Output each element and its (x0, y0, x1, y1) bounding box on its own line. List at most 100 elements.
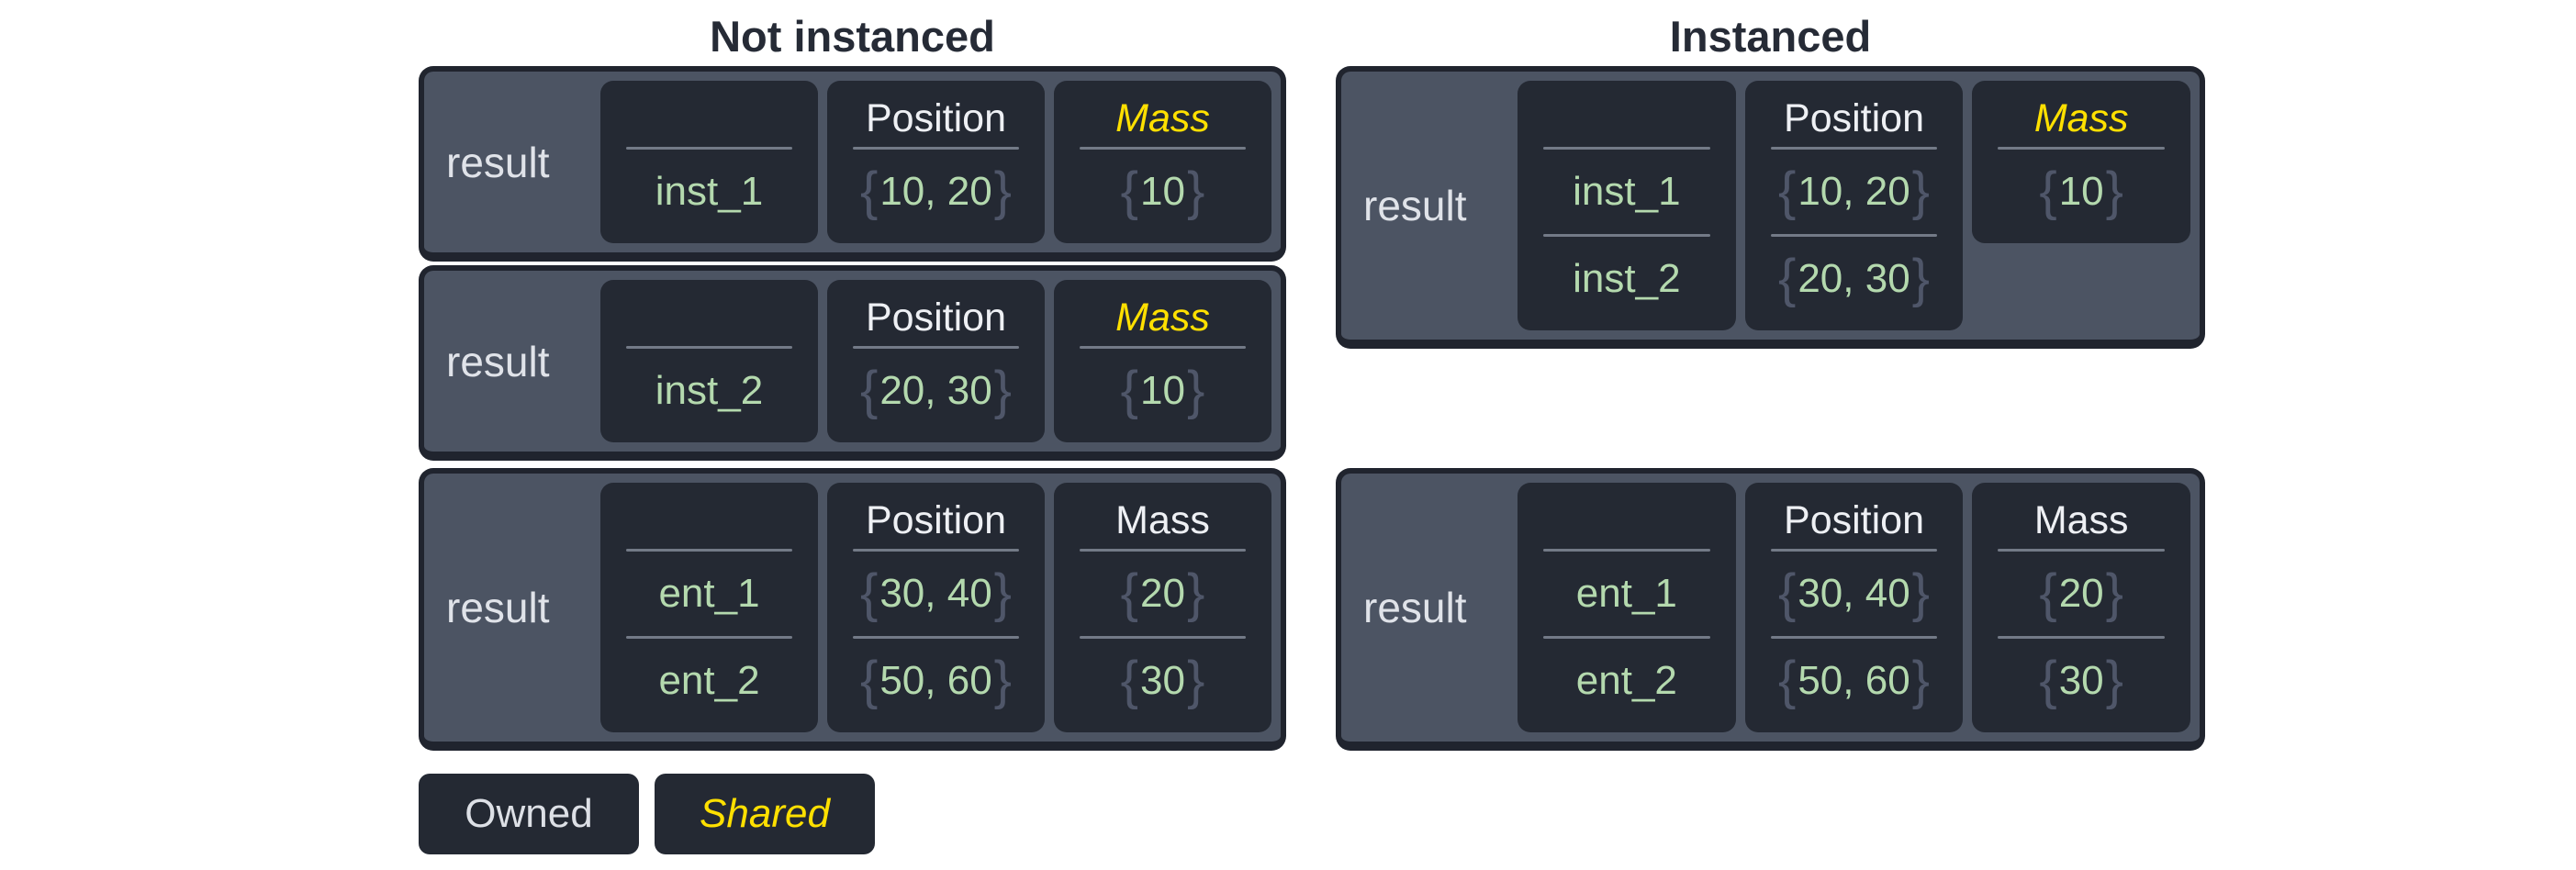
legend-owned: Owned (419, 774, 639, 854)
divider (852, 147, 1020, 150)
position-column: Position {10, 20} {20, 30} (1744, 81, 1964, 330)
divider (625, 346, 793, 349)
divider (625, 147, 793, 150)
brace-close: } (1911, 651, 1931, 710)
brace-close: } (993, 361, 1013, 420)
entity-header (608, 90, 811, 147)
table-instanced-entities: result ent_1 ent_2 Position {30, 40} {50… (1336, 468, 2205, 751)
entity-column: inst_2 (600, 280, 818, 442)
mass-column-shared-single: Mass {10} (1972, 81, 2191, 243)
mass-header: Mass (1115, 497, 1210, 542)
divider (1079, 549, 1247, 552)
brace-open: { (2039, 651, 2057, 710)
brace-close: } (993, 563, 1013, 623)
mass-value: {30} (1979, 639, 2183, 723)
divider (1542, 549, 1710, 552)
brace-open: { (1777, 162, 1797, 221)
divider (1998, 549, 2166, 552)
entity-name: ent_2 (1575, 658, 1677, 703)
entity-name: inst_1 (655, 169, 764, 214)
divider (852, 636, 1020, 639)
divider (1998, 636, 2166, 639)
position-header: Position (866, 95, 1006, 140)
brace-open: { (1120, 361, 1139, 420)
mass-value: {30} (1061, 639, 1264, 723)
mass-value: {20} (1061, 552, 1264, 636)
position-column: Position {30, 40} {50, 60} (1744, 483, 1964, 732)
title-not-instanced: Not instanced (710, 12, 995, 61)
position-numbers: 20, 30 (1798, 256, 1910, 301)
brace-close: } (1186, 651, 1205, 710)
mass-value: {10} (1061, 349, 1264, 433)
mass-column: Mass {10} (1054, 280, 1271, 442)
mass-header-shared: Mass (1115, 95, 1210, 140)
position-header: Position (866, 295, 1006, 340)
mass-number: 30 (2058, 658, 2104, 703)
mass-value: {20} (1979, 552, 2183, 636)
position-value: {30, 40} (834, 552, 1037, 636)
brace-open: { (2039, 563, 2057, 623)
position-numbers: 30, 40 (1798, 571, 1910, 616)
table-not-instanced-entities: result ent_1 ent_2 Position {30, 40} {50… (419, 468, 1286, 751)
brace-open: { (1120, 651, 1139, 710)
brace-open: { (1777, 651, 1797, 710)
divider (1770, 549, 1938, 552)
position-numbers: 50, 60 (1798, 658, 1910, 703)
mass-value: {10} (1061, 150, 1264, 234)
mass-number: 10 (1140, 368, 1185, 413)
divider (1542, 234, 1710, 237)
position-value: {10, 20} (834, 150, 1037, 234)
position-value: {50, 60} (1753, 639, 1956, 723)
table-instanced-insts: result inst_1 inst_2 Position {10, 20} {… (1336, 66, 2205, 349)
columns: inst_2 Position {20, 30} Mass {10} (600, 280, 1271, 442)
result-label: result (1363, 182, 1467, 229)
position-value: {10, 20} (1753, 150, 1956, 234)
divider (1079, 147, 1247, 150)
position-column: Position {10, 20} (827, 81, 1045, 243)
result-label: result (446, 584, 550, 631)
divider (1079, 346, 1247, 349)
mass-header: Mass (2033, 497, 2129, 542)
mass-number: 30 (1140, 658, 1185, 703)
mass-header-shared: Mass (2033, 95, 2129, 140)
brace-close: } (1911, 249, 1931, 308)
brace-close: } (2105, 563, 2124, 623)
brace-open: { (859, 563, 879, 623)
brace-close: } (1911, 162, 1931, 221)
position-column: Position {20, 30} (827, 280, 1045, 442)
entity-column: ent_1 ent_2 (1518, 483, 1736, 732)
columns: ent_1 ent_2 Position {30, 40} {50, 60} M… (600, 483, 1271, 732)
result-label: result (1363, 584, 1467, 631)
table-not-instanced-inst2: result inst_2 Position {20, 30} Mass {10… (419, 265, 1286, 461)
title-instanced: Instanced (1669, 12, 1872, 61)
mass-number: 10 (2058, 169, 2104, 214)
divider (625, 636, 793, 639)
divider (852, 346, 1020, 349)
entity-name: inst_1 (1573, 169, 1681, 214)
columns: inst_1 Position {10, 20} Mass {10} (600, 81, 1271, 243)
mass-header-shared: Mass (1115, 295, 1210, 340)
brace-close: } (1186, 162, 1205, 221)
position-header: Position (866, 497, 1006, 542)
position-header: Position (1784, 497, 1924, 542)
mass-number: 10 (1140, 169, 1185, 214)
result-label: result (446, 138, 550, 186)
entity-header (608, 289, 811, 346)
result-label: result (446, 337, 550, 385)
brace-open: { (1120, 563, 1139, 623)
position-numbers: 50, 60 (879, 658, 992, 703)
divider (1998, 147, 2166, 150)
legend-shared: Shared (655, 774, 875, 854)
brace-open: { (1777, 249, 1797, 308)
entity-column: ent_1 ent_2 (600, 483, 818, 732)
brace-open: { (859, 651, 879, 710)
position-numbers: 20, 30 (879, 368, 992, 413)
divider (1079, 636, 1247, 639)
position-column: Position {30, 40} {50, 60} (827, 483, 1045, 732)
brace-close: } (993, 651, 1013, 710)
entity-column: inst_1 inst_2 (1518, 81, 1736, 330)
divider (1770, 147, 1938, 150)
entity-name: inst_2 (1573, 256, 1681, 301)
brace-open: { (859, 162, 879, 221)
